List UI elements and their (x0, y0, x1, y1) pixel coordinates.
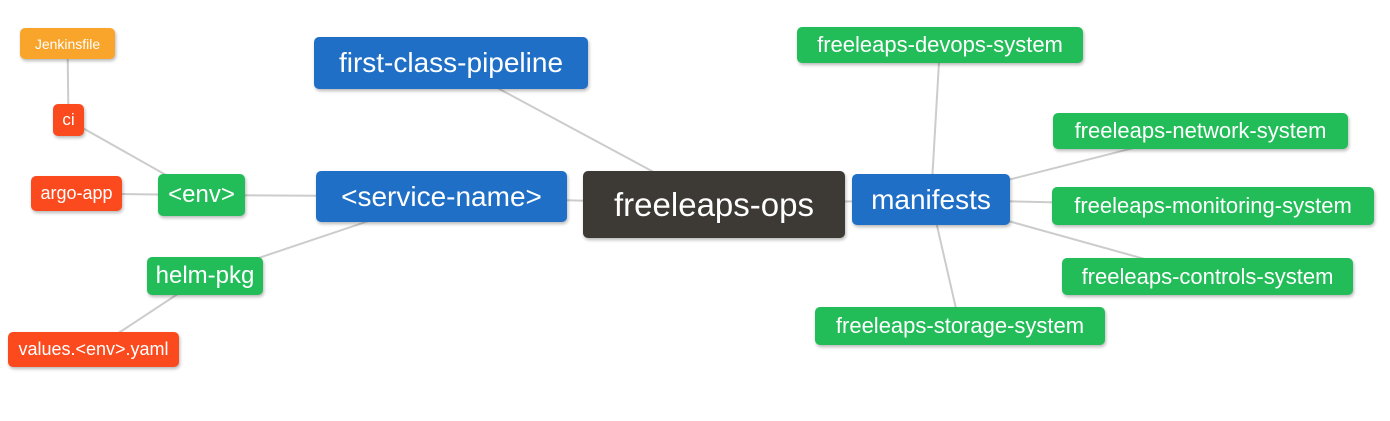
node-freeleaps-controls-system[interactable]: freeleaps-controls-system (1062, 258, 1353, 295)
node-first-class-pipeline[interactable]: first-class-pipeline (314, 37, 588, 89)
node-freeleaps-storage-system[interactable]: freeleaps-storage-system (815, 307, 1105, 345)
node-jenkinsfile[interactable]: Jenkinsfile (20, 28, 115, 59)
node-helm-pkg[interactable]: helm-pkg (147, 257, 263, 295)
node-ci[interactable]: ci (53, 104, 84, 136)
node-manifests[interactable]: manifests (852, 174, 1010, 225)
node-freeleaps-devops-system[interactable]: freeleaps-devops-system (797, 27, 1083, 63)
node-env[interactable]: <env> (158, 174, 245, 216)
node-freeleaps-ops-root[interactable]: freeleaps-ops (583, 171, 845, 238)
node-values-env-yaml[interactable]: values.<env>.yaml (8, 332, 179, 367)
node-argo-app[interactable]: argo-app (31, 176, 122, 211)
edge-line (930, 44, 941, 200)
node-freeleaps-network-system[interactable]: freeleaps-network-system (1053, 113, 1348, 149)
node-freeleaps-monitoring-system[interactable]: freeleaps-monitoring-system (1052, 187, 1374, 225)
node-service-name[interactable]: <service-name> (316, 171, 567, 222)
